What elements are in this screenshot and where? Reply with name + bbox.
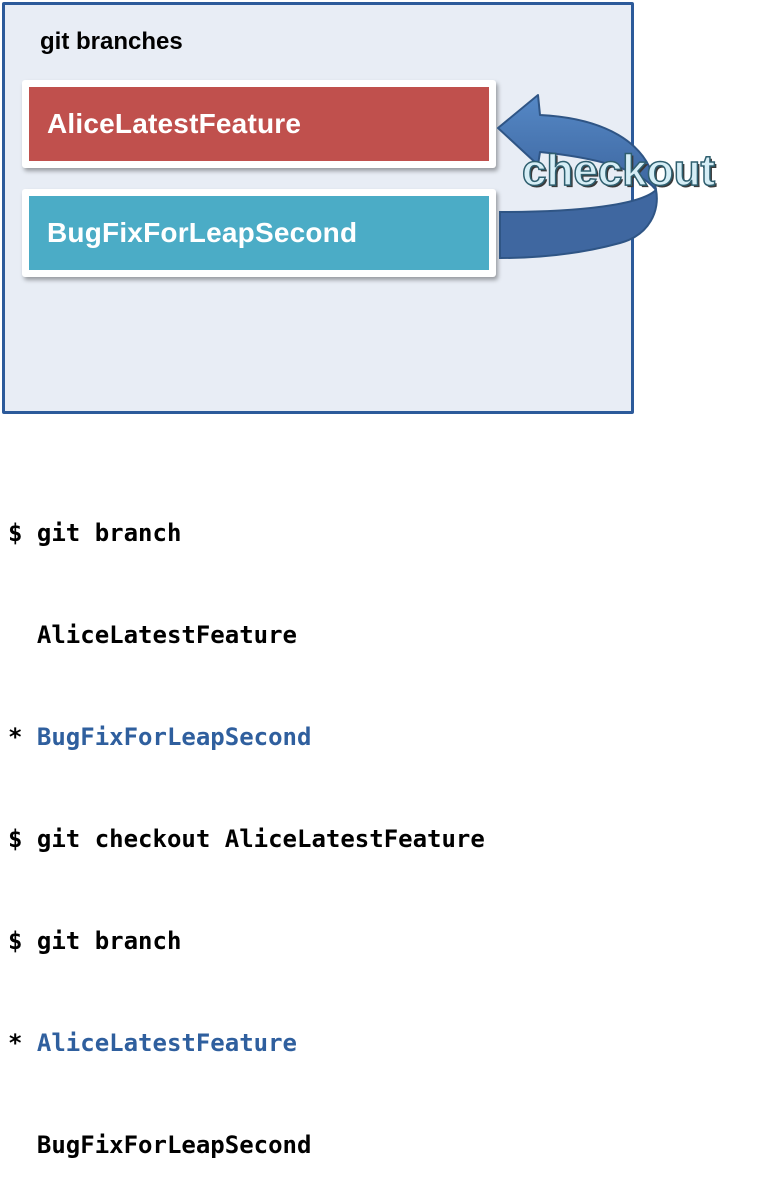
current-branch-text: AliceLatestFeature — [36, 1029, 297, 1057]
terminal-line: $ git branch — [8, 516, 485, 550]
line-prefix: $ — [8, 825, 37, 853]
checkout-label: checkout — [521, 145, 716, 196]
terminal-line: * BugFixForLeapSecond — [8, 720, 485, 754]
branch-label-alice: AliceLatestFeature — [47, 108, 302, 139]
branch-card-alice[interactable]: AliceLatestFeature — [22, 80, 496, 168]
branch-card-bugfix[interactable]: BugFixForLeapSecond — [22, 189, 496, 277]
line-text: git branch — [36, 927, 182, 955]
terminal-output: $ git branch AliceLatestFeature * BugFix… — [8, 448, 485, 1196]
line-prefix: $ — [8, 519, 37, 547]
terminal-line: $ git branch — [8, 924, 485, 958]
terminal-line: AliceLatestFeature — [8, 618, 485, 652]
line-prefix: * — [8, 723, 37, 751]
line-prefix: $ — [8, 927, 37, 955]
terminal-line: BugFixForLeapSecond — [8, 1128, 485, 1162]
line-text: BugFixForLeapSecond — [36, 1131, 312, 1159]
line-text: git branch — [36, 519, 182, 547]
panel-title: git branches — [40, 28, 183, 55]
line-prefix — [8, 1131, 37, 1159]
line-prefix — [8, 621, 37, 649]
line-text: AliceLatestFeature — [36, 621, 297, 649]
branch-label-bugfix: BugFixForLeapSecond — [47, 217, 358, 248]
line-text: git checkout AliceLatestFeature — [36, 825, 485, 853]
current-branch-text: BugFixForLeapSecond — [36, 723, 312, 751]
branch-fill-bugfix: BugFixForLeapSecond — [29, 196, 489, 270]
line-prefix: * — [8, 1029, 37, 1057]
terminal-line: $ git checkout AliceLatestFeature — [8, 822, 485, 856]
branch-fill-alice: AliceLatestFeature — [29, 87, 489, 161]
terminal-line: * AliceLatestFeature — [8, 1026, 485, 1060]
